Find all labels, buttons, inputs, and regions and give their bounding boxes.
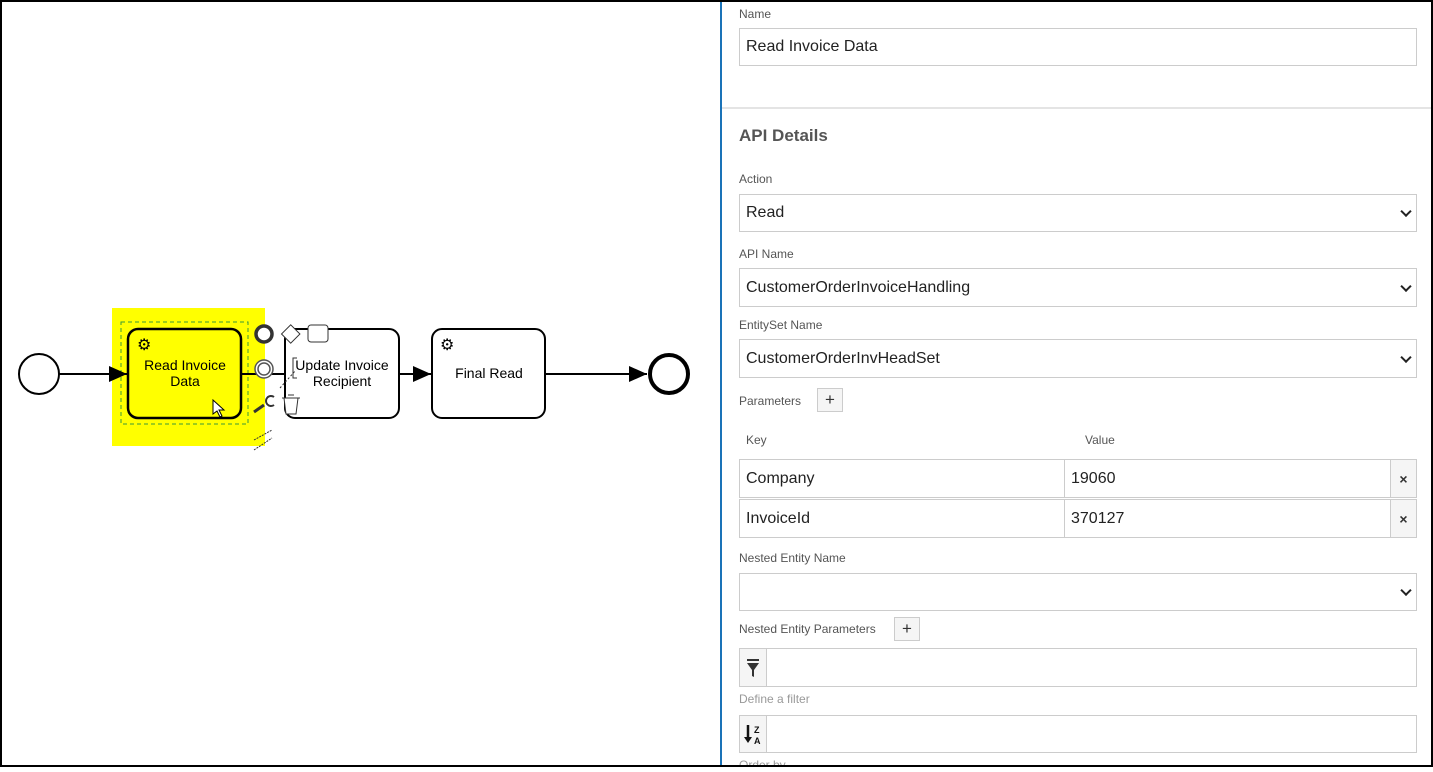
param-key-input[interactable]: Company: [739, 459, 1065, 498]
value-header: Value: [1085, 433, 1115, 447]
api-name-value: CustomerOrderInvoiceHandling: [746, 278, 971, 296]
filter-input[interactable]: [739, 648, 1417, 687]
connect-icon[interactable]: [279, 369, 297, 389]
delete-trash-icon[interactable]: [282, 394, 300, 415]
action-value: Read: [746, 204, 785, 221]
task-label: Data: [170, 373, 200, 389]
end-event[interactable]: [648, 353, 690, 395]
entityset-value: CustomerOrderInvHeadSet: [746, 349, 940, 367]
name-textarea[interactable]: Read Invoice Data: [739, 28, 1417, 66]
bpmn-canvas[interactable]: ⚙ Read Invoice Data Update Invoice Recip…: [0, 0, 720, 767]
entityset-select[interactable]: CustomerOrderInvHeadSet: [739, 339, 1417, 378]
param-key-input[interactable]: InvoiceId: [739, 499, 1065, 538]
filter-hint: Define a filter: [739, 692, 810, 706]
add-parameter-button[interactable]: +: [817, 388, 843, 412]
entityset-label: EntitySet Name: [739, 318, 823, 332]
section-divider: [722, 107, 1433, 109]
start-event[interactable]: [18, 353, 60, 395]
nested-entity-label: Nested Entity Name: [739, 551, 846, 565]
key-header: Key: [746, 433, 767, 447]
param-value-input[interactable]: 19060: [1064, 459, 1391, 498]
task-label: Recipient: [313, 373, 371, 389]
filter-icon: [740, 649, 767, 686]
connect-arrow-icon[interactable]: [253, 429, 273, 451]
svg-text:A: A: [754, 736, 761, 746]
task-label: Read Invoice: [144, 357, 226, 373]
api-name-label: API Name: [739, 247, 794, 261]
context-pad[interactable]: [253, 324, 329, 451]
mouse-cursor-icon: [212, 398, 226, 418]
nested-entity-select[interactable]: [739, 573, 1417, 611]
svg-text:Z: Z: [754, 725, 760, 735]
properties-panel: Name Read Invoice Data API Details Actio…: [720, 0, 1433, 767]
parameters-label: Parameters: [739, 394, 802, 408]
name-label: Name: [739, 7, 772, 21]
gear-icon: ⚙: [440, 337, 454, 354]
nested-params-label: Nested Entity Parameters: [739, 622, 876, 636]
gear-icon: ⚙: [137, 337, 151, 354]
param-value-input[interactable]: 370127: [1064, 499, 1391, 538]
orderby-hint: Order by: [739, 758, 786, 767]
bpmn-diagram[interactable]: ⚙ Read Invoice Data Update Invoice Recip…: [0, 0, 720, 767]
text-annotation-icon[interactable]: [292, 357, 297, 379]
api-name-select[interactable]: CustomerOrderInvoiceHandling: [739, 268, 1417, 307]
add-nested-parameter-button[interactable]: +: [894, 617, 920, 641]
remove-parameter-button[interactable]: ×: [1390, 459, 1417, 498]
task-label: Update Invoice: [295, 357, 389, 373]
remove-parameter-button[interactable]: ×: [1390, 499, 1417, 538]
append-end-event-icon[interactable]: [254, 324, 274, 344]
change-type-wrench-icon[interactable]: [253, 403, 265, 414]
append-gateway-icon[interactable]: [280, 324, 301, 344]
task-label: Final Read: [455, 365, 523, 381]
append-task-icon[interactable]: [307, 324, 329, 343]
section-title: API Details: [739, 126, 828, 145]
action-label: Action: [739, 172, 773, 186]
action-select[interactable]: Read: [739, 194, 1417, 232]
